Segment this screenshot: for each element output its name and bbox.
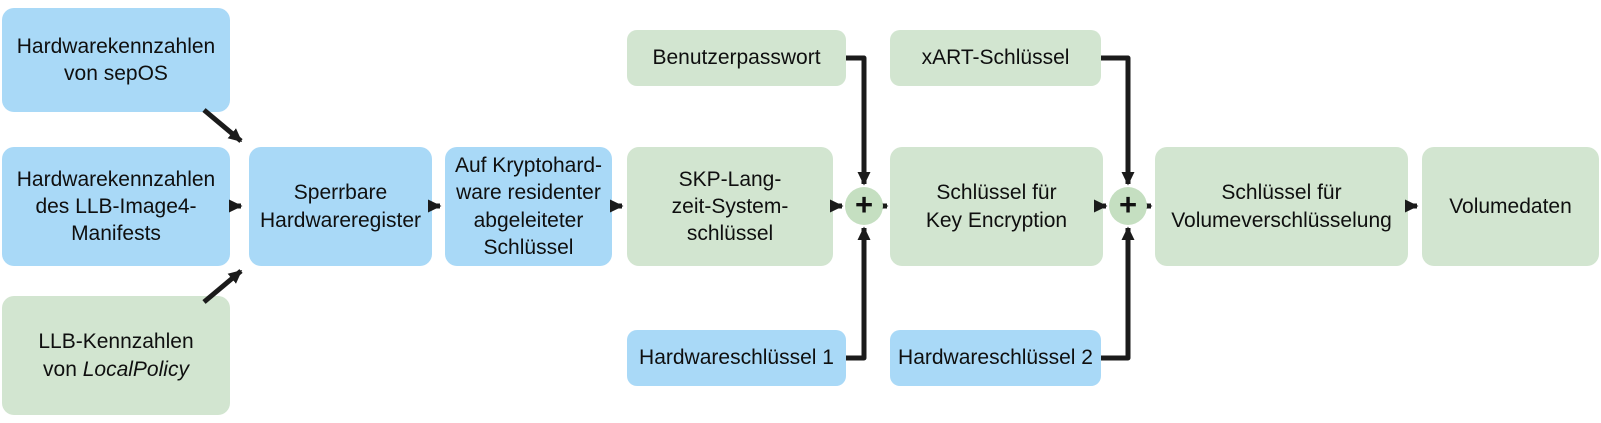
box-label: Hardwarekennzahlen von sepOS [16, 34, 216, 85]
box-kryptohardware-schluessel: Auf Kryptohard- ware residenter abgeleit… [445, 147, 612, 266]
box-llb-kennzahlen-localpolicy: LLB-Kennzahlen von LocalPolicy [2, 296, 230, 415]
label-line-2-prefix: von [43, 357, 83, 381]
box-volumedaten: Volumedaten [1422, 147, 1599, 266]
arrow-xart-to-plus2 [1101, 55, 1135, 186]
arrow-benutzerpasswort-to-plus1 [846, 55, 871, 186]
box-skp-langzeit-systemschluessel: SKP-Lang- zeit-System- schlüssel [627, 147, 833, 266]
combine-plus-2: + [1109, 187, 1147, 225]
box-label: xART-Schlüssel [921, 46, 1070, 70]
box-label: Sperrbare Hardwareregister [259, 181, 422, 232]
box-label: Hardwarekennzahlen des LLB-Image4- Manif… [16, 167, 216, 246]
box-hardwareschluessel-1: Hardwareschlüssel 1 [627, 330, 846, 386]
box-xart-schluessel: xART-Schlüssel [890, 30, 1101, 86]
box-label: LLB-Kennzahlen von LocalPolicy [38, 328, 193, 383]
box-label: Hardwareschlüssel 2 [898, 346, 1093, 370]
plus-sign: + [854, 187, 874, 222]
box-hardwarekennzahlen-sepos: Hardwarekennzahlen von sepOS [2, 8, 230, 112]
box-label: SKP-Lang- zeit-System- schlüssel [671, 167, 789, 246]
plus-sign: + [1118, 187, 1138, 222]
arrow-hardwareschluessel1-to-plus1 [846, 226, 871, 361]
box-label: Schlüssel für Key Encryption [925, 181, 1068, 232]
label-line-2: von LocalPolicy [43, 356, 189, 383]
combine-plus-1: + [845, 187, 883, 225]
arrow-sepos-to-register [202, 108, 243, 143]
arrow-hardwareschluessel2-to-plus2 [1101, 226, 1135, 361]
label-localpolicy-italic: LocalPolicy [82, 357, 189, 381]
box-benutzerpasswort: Benutzerpasswort [627, 30, 846, 86]
box-schluessel-volumeverschluesselung: Schlüssel für Volumeverschlüsselung [1155, 147, 1408, 266]
box-hardwareschluessel-2: Hardwareschlüssel 2 [890, 330, 1101, 386]
box-label: Benutzerpasswort [652, 46, 821, 70]
box-label: Auf Kryptohard- ware residenter abgeleit… [454, 153, 603, 259]
box-label: Schlüssel für Volumeverschlüsselung [1171, 181, 1392, 232]
box-hardwarekennzahlen-llb-image4: Hardwarekennzahlen des LLB-Image4- Manif… [2, 147, 230, 266]
box-schluessel-key-encryption: Schlüssel für Key Encryption [890, 147, 1103, 266]
label-line-1: LLB-Kennzahlen [38, 330, 194, 354]
box-sperrbare-hardwareregister: Sperrbare Hardwareregister [249, 147, 432, 266]
box-label: Volumedaten [1449, 194, 1572, 218]
box-label: Hardwareschlüssel 1 [639, 346, 834, 370]
